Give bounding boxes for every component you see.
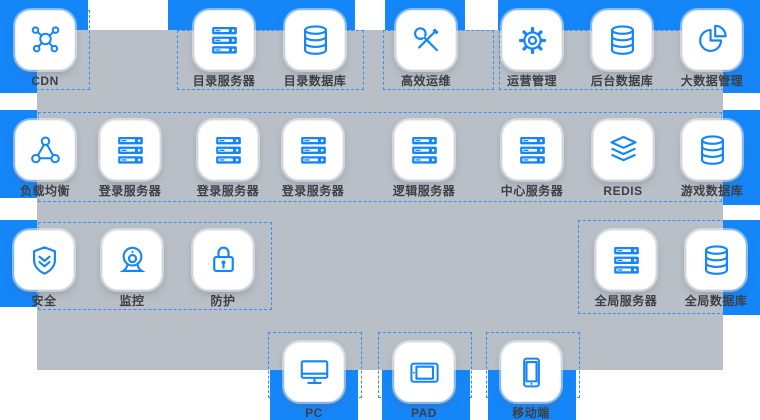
server-icon (112, 132, 149, 169)
node-label: 大数据管理 (680, 74, 744, 88)
node-protection: 防护 (178, 230, 268, 308)
cdn-icon (27, 22, 64, 59)
node-game-database: 游戏数据库 (667, 120, 757, 198)
node-label: 登录服务器 (281, 184, 345, 198)
group-directory (177, 30, 364, 90)
server-icon (210, 132, 247, 169)
node-label: CDN (31, 74, 59, 88)
node-label: 运营管理 (506, 74, 557, 88)
webcam-icon (114, 242, 151, 279)
node-backend-database: 后台数据库 (577, 10, 667, 88)
node-label: 高效运维 (400, 74, 451, 88)
pie-chart-icon (694, 22, 731, 59)
database-icon (698, 242, 735, 279)
server-icon (295, 132, 332, 169)
node-security: 安全 (0, 230, 89, 308)
node-global-server: 全局服务器 (581, 230, 671, 308)
node-login-server-3: 登录服务器 (268, 120, 358, 198)
node-label: REDIS (603, 184, 643, 198)
node-label: 游戏数据库 (680, 184, 744, 198)
smartphone-icon (513, 354, 550, 391)
node-label: 登录服务器 (196, 184, 260, 198)
node-login-server-1: 登录服务器 (85, 120, 175, 198)
node-label: 全局数据库 (684, 294, 748, 308)
node-operations-management: 运营管理 (487, 10, 577, 88)
node-efficient-ops: 高效运维 (381, 10, 471, 88)
node-label: 目录服务器 (192, 74, 256, 88)
node-pc: PC (269, 342, 359, 420)
server-icon (406, 132, 443, 169)
node-label: 登录服务器 (98, 184, 162, 198)
database-icon (604, 22, 641, 59)
node-pad: PAD (379, 342, 469, 420)
server-icon (514, 132, 551, 169)
node-label: 全局服务器 (594, 294, 658, 308)
node-logic-server: 逻辑服务器 (379, 120, 469, 198)
monitor-icon (296, 354, 333, 391)
node-directory-database: 目录数据库 (270, 10, 360, 88)
node-label: 监控 (119, 294, 145, 308)
node-label: 防护 (210, 294, 236, 308)
node-global-database: 全局数据库 (671, 230, 760, 308)
node-label: 中心服务器 (500, 184, 564, 198)
node-label: 逻辑服务器 (392, 184, 456, 198)
node-mobile: 移动端 (486, 342, 576, 420)
node-monitoring: 监控 (87, 230, 177, 308)
node-login-server-2: 登录服务器 (183, 120, 273, 198)
node-redis: REDIS (578, 120, 668, 198)
load-balancer-icon (27, 132, 64, 169)
server-icon (206, 22, 243, 59)
node-directory-server: 目录服务器 (179, 10, 269, 88)
database-icon (694, 132, 731, 169)
node-label: 目录数据库 (283, 74, 347, 88)
padlock-icon (205, 242, 242, 279)
tablet-icon (406, 354, 443, 391)
gear-icon (514, 22, 551, 59)
node-label: 移动端 (512, 406, 550, 420)
server-icon (608, 242, 645, 279)
node-label: 负载均衡 (19, 184, 70, 198)
redis-layers-icon (605, 132, 642, 169)
database-icon (297, 22, 334, 59)
shield-icon (26, 242, 63, 279)
node-bigdata-management: 大数据管理 (667, 10, 757, 88)
node-label: 后台数据库 (590, 74, 654, 88)
node-label: PAD (411, 406, 437, 420)
tools-icon (408, 22, 445, 59)
node-load-balancer: 负载均衡 (0, 120, 90, 198)
node-label: 安全 (31, 294, 57, 308)
node-label: PC (305, 406, 323, 420)
node-center-server: 中心服务器 (487, 120, 577, 198)
node-cdn: CDN (0, 10, 90, 88)
